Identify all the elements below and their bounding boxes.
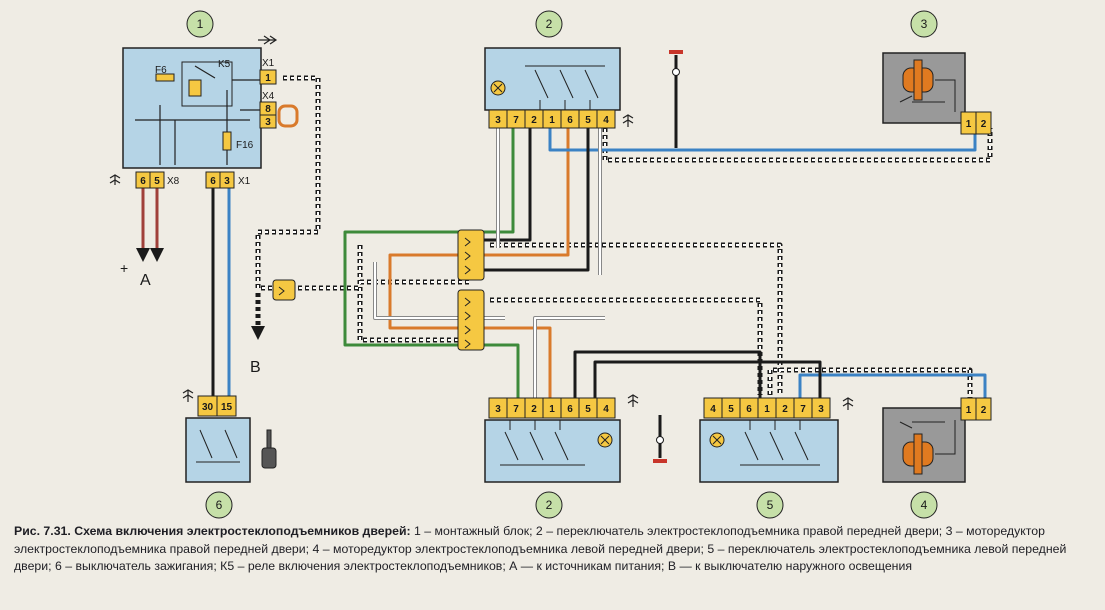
arrow-a-left [136, 248, 150, 262]
pin-label: 1 [966, 405, 972, 416]
mounting-block-1: F6 K5 F16 1 X1 X4 8 3 6 5 X8 6 3 X1 [122, 47, 277, 189]
circle-4: 4 [910, 491, 938, 519]
jumper-x4 [277, 104, 299, 128]
pin-label: 6 [567, 404, 573, 415]
pin-label: 2 [981, 405, 987, 416]
blue-wire-top [548, 128, 977, 152]
circle-2-bottom: 2 [535, 491, 563, 519]
key-icon [261, 429, 277, 469]
svg-text:6: 6 [216, 498, 223, 512]
pin-box [596, 397, 616, 419]
pin-box [811, 397, 831, 419]
pin-label: 3 [495, 115, 501, 126]
pin-label: 15 [221, 402, 233, 413]
pin-label: 1 [966, 119, 972, 130]
splice-connectors [272, 229, 485, 351]
pin-label: 1 [764, 404, 770, 415]
pin-x1-1: 1 [265, 73, 271, 84]
blue-wire-bottom [798, 373, 987, 418]
label-k5: K5 [218, 59, 231, 70]
switch-5: 4 5 6 1 2 7 3 [699, 397, 839, 483]
label-a: A [140, 272, 151, 289]
label-f16: F16 [236, 140, 254, 151]
circle-6: 6 [205, 491, 233, 519]
black-wires [211, 55, 822, 458]
wires [136, 50, 993, 463]
arrow-a-right [150, 248, 164, 262]
pin-label: 7 [513, 115, 519, 126]
pin-x1-3: 3 [224, 176, 230, 187]
svg-text:2: 2 [546, 17, 553, 31]
circle-3: 3 [910, 10, 938, 38]
figure-caption: Рис. 7.31. Схема включения электростекло… [14, 523, 1094, 576]
green-wire [343, 128, 520, 398]
pin-label: 5 [728, 404, 734, 415]
relay-k5 [181, 61, 233, 107]
svg-text:1: 1 [197, 17, 204, 31]
fuse-f6 [155, 73, 175, 82]
pin-x8-5: 5 [154, 176, 160, 187]
ignition-switch-6: 30 15 [185, 395, 277, 483]
pin-label: 2 [981, 119, 987, 130]
label-b: B [250, 359, 261, 376]
pin-label: 30 [202, 402, 214, 413]
caption-title: Рис. 7.31. Схема включения электростекло… [14, 524, 411, 538]
pin-label: 3 [495, 404, 501, 415]
pin-label: 2 [782, 404, 788, 415]
pin-label: 6 [746, 404, 752, 415]
pin-box [596, 109, 616, 129]
circle-2-top: 2 [535, 10, 563, 38]
pin-x1-6: 6 [210, 176, 216, 187]
pin-label: 7 [513, 404, 519, 415]
pin-label: 5 [585, 404, 591, 415]
pin-x8-6: 6 [140, 176, 146, 187]
svg-text:3: 3 [921, 17, 928, 31]
pin-label: 1 [549, 115, 555, 126]
circle-1: 1 [186, 10, 214, 38]
svg-text:5: 5 [767, 498, 774, 512]
fuse-f16 [222, 131, 232, 151]
label-x4: X4 [262, 91, 275, 102]
pin-x4-3: 3 [265, 117, 271, 128]
caption-text: 1 – монтажный блок; 2 – переключатель эл… [14, 524, 1067, 573]
component-numbers: 1 2 3 2 5 4 6 [186, 10, 938, 519]
pin-label: 4 [603, 404, 609, 415]
pin-label: 4 [710, 404, 716, 415]
label-f6: F6 [155, 65, 167, 76]
label-x8: X8 [167, 176, 180, 187]
pin-label: 5 [585, 115, 591, 126]
hatched-wires [255, 75, 993, 418]
relay-coil [188, 79, 202, 97]
pin-label: 7 [800, 404, 806, 415]
circle-5: 5 [756, 491, 784, 519]
pin-label: 4 [603, 115, 609, 126]
pin-x4-8: 8 [265, 104, 271, 115]
pin-box [216, 395, 237, 417]
power-wires-a [141, 188, 159, 250]
label-x1-top: X1 [262, 58, 275, 69]
label-plus: + [120, 260, 128, 276]
orange-wire [388, 128, 570, 398]
svg-text:4: 4 [921, 498, 928, 512]
pin-box [975, 397, 992, 421]
svg-text:2: 2 [546, 498, 553, 512]
pin-box [975, 111, 992, 135]
pin-label: 2 [531, 404, 537, 415]
arrow-b [251, 326, 265, 340]
pin-label: 2 [531, 115, 537, 126]
switch-2-top: 3 7 2 1 6 5 4 [484, 47, 621, 129]
pin-label: 3 [818, 404, 824, 415]
pin-label: 1 [549, 404, 555, 415]
switch-2-bottom: 3 7 2 1 6 5 4 [484, 397, 621, 483]
ground-symbols [109, 35, 854, 410]
white-wires [373, 128, 605, 398]
label-x1-bottom: X1 [238, 176, 251, 187]
pin-label: 6 [567, 115, 573, 126]
